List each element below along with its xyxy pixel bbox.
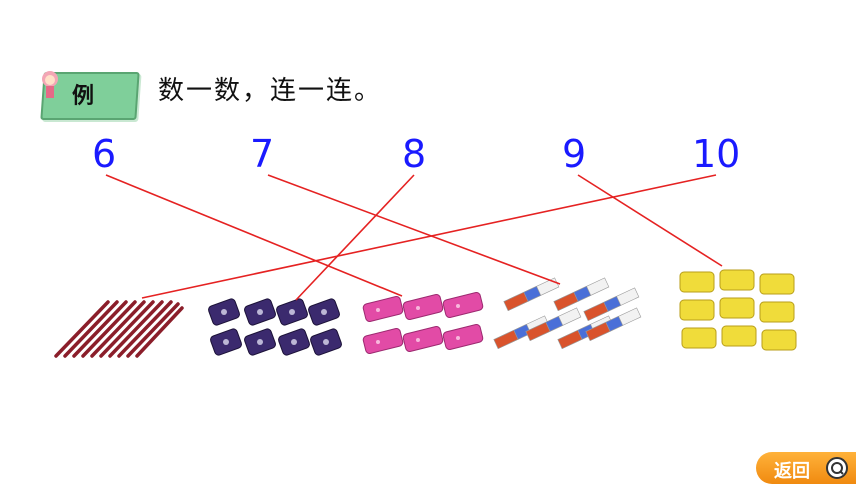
instruction-text: 数一数，连一连。 [158, 76, 383, 106]
line-8-sharpeners [295, 174, 415, 301]
group-pencil-cases[interactable] [360, 290, 490, 360]
number-6[interactable]: 6 [92, 132, 117, 176]
back-button-label: 返回 [774, 461, 810, 482]
group-pencils[interactable] [48, 292, 188, 364]
line-9-sponges [577, 174, 723, 267]
example-label: 例 [72, 84, 95, 109]
search-icon [826, 457, 848, 479]
example-badge: 例 [38, 68, 140, 120]
number-8[interactable]: 8 [402, 132, 427, 176]
number-10[interactable]: 10 [692, 132, 741, 176]
line-6-pencil-cases [105, 174, 403, 297]
group-sharpeners[interactable] [206, 296, 346, 360]
girl-icon [42, 71, 58, 98]
group-rulers[interactable] [490, 276, 644, 358]
line-10-pencils [141, 174, 717, 299]
line-7-rulers [267, 174, 561, 285]
group-sponges[interactable] [676, 264, 800, 356]
back-button[interactable]: 返回 [756, 452, 856, 484]
number-9[interactable]: 9 [562, 132, 587, 176]
number-7[interactable]: 7 [250, 132, 275, 176]
